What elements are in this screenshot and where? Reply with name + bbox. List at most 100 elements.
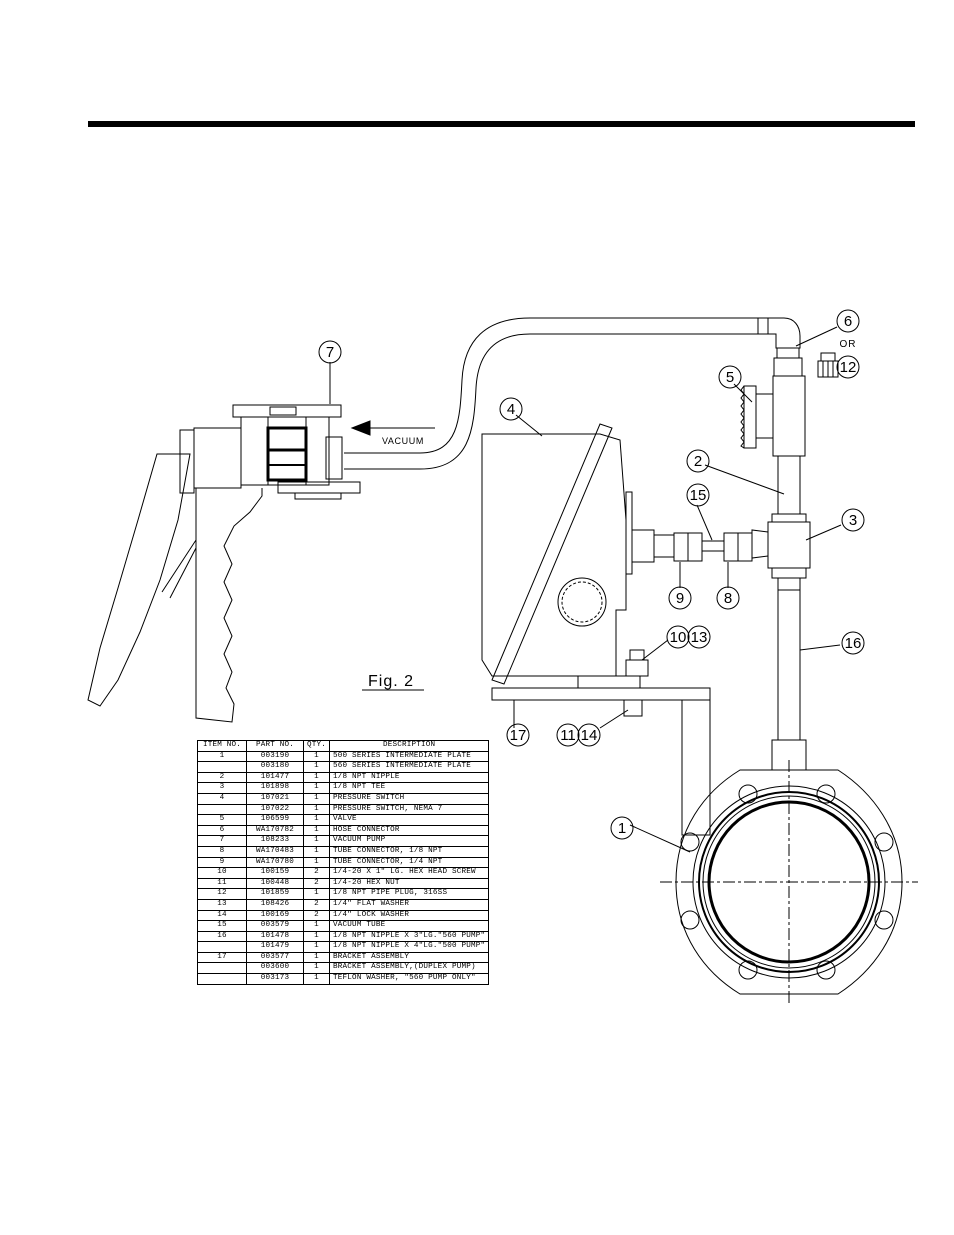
cell-qty: 1 [302, 888, 331, 900]
balloon-4: 4 [507, 401, 515, 418]
cell-part-no: 101478 [246, 930, 304, 943]
balloon-12: 12 [840, 359, 857, 376]
cell-description: PRESSURE SWITCH [329, 792, 490, 805]
cell-description: 1/8 NPT NIPPLE X 3"LG."560 PUMP" [329, 930, 490, 943]
cell-description: HOSE CONNECTOR [329, 824, 490, 837]
header-rule [88, 121, 915, 127]
cell-qty: 1 [302, 792, 331, 805]
balloon-1: 1 [618, 820, 626, 837]
cell-qty: 1 [302, 803, 331, 816]
cell-description: 1/4-20 X 1" LG. HEX HEAD SCREW [329, 867, 490, 879]
cell-qty: 1 [302, 941, 331, 953]
cell-qty: 1 [302, 845, 331, 858]
cell-qty: 1 [302, 750, 331, 763]
balloon-15: 15 [690, 487, 707, 504]
cell-qty: 1 [302, 824, 331, 837]
cell-part-no: WA170483 [246, 845, 304, 858]
cell-description: 560 SERIES INTERMEDIATE PLATE [329, 761, 490, 773]
cell-qty: 2 [302, 877, 331, 890]
cell-description: PRESSURE SWITCH, NEMA 7 [329, 803, 490, 816]
nipple [771, 589, 807, 771]
cell-description: BRACKET ASSEMBLY [329, 951, 490, 964]
balloon-13: 13 [691, 629, 708, 646]
col-description: DESCRIPTION [329, 740, 490, 752]
item-balloons [318, 309, 865, 840]
col-item-no: ITEM NO. [197, 740, 247, 752]
balloon-8: 8 [724, 590, 732, 607]
balloon-2: 2 [694, 453, 702, 470]
leader-lines [329, 326, 842, 853]
cell-qty: 2 [302, 898, 331, 911]
cell-description: VACUUM TUBE [329, 920, 490, 932]
cell-qty: 1 [302, 771, 331, 784]
cell-item-no: 1 [197, 750, 247, 763]
cell-item-no: 3 [197, 782, 247, 794]
cell-part-no: 101898 [246, 782, 304, 794]
cell-part-no: 108233 [246, 835, 304, 847]
cell-qty: 1 [302, 973, 331, 985]
balloon-14: 14 [581, 727, 598, 744]
cell-item-no: 15 [197, 920, 247, 932]
balloon-3: 3 [849, 512, 857, 529]
cell-qty: 1 [302, 761, 331, 773]
cell-qty: 1 [302, 856, 331, 869]
balloon-6: 6 [844, 313, 852, 330]
cell-description: 1/4-20 HEX NUT [329, 877, 490, 890]
cell-part-no: 003577 [246, 951, 304, 964]
cell-item-no: 17 [197, 951, 247, 964]
intermediate-plate [660, 760, 918, 1006]
cell-qty: 2 [302, 909, 331, 922]
valve [740, 375, 806, 515]
balloon-7: 7 [326, 344, 334, 361]
cell-part-no: 100448 [246, 877, 304, 890]
cell-part-no: WA170780 [246, 856, 304, 869]
cell-part-no: 107022 [246, 803, 304, 816]
cell-description: BRACKET ASSEMBLY,(DUPLEX PUMP) [329, 962, 490, 975]
cell-qty: 1 [302, 920, 331, 932]
cell-description: 500 SERIES INTERMEDIATE PLATE [329, 750, 490, 763]
cell-item-no [197, 941, 247, 953]
vacuum-tube [344, 317, 760, 470]
cell-description: 1/8 NPT TEE [329, 782, 490, 794]
figure-label: Fig. 2 [368, 673, 414, 690]
cell-description: VACUUM PUMP [329, 835, 490, 847]
cell-qty: 1 [302, 835, 331, 847]
cell-item-no: 10 [197, 867, 247, 879]
cell-part-no: 101859 [246, 888, 304, 900]
or-label: OR [840, 339, 857, 350]
cell-part-no: 100169 [246, 909, 304, 922]
vacuum-pump [87, 404, 361, 723]
cell-item-no: 9 [197, 856, 247, 869]
cell-description: TEFLON WASHER, "560 PUMP ONLY" [329, 973, 490, 985]
cell-item-no [197, 962, 247, 975]
cell-description: TUBE CONNECTOR, 1/4 NPT [329, 856, 490, 869]
cell-item-no: 12 [197, 888, 247, 900]
cell-item-no: 8 [197, 845, 247, 858]
cell-item-no: 13 [197, 898, 247, 911]
cell-description: TUBE CONNECTOR, 1/8 NPT [329, 845, 490, 858]
balloon-5: 5 [726, 369, 734, 386]
cell-qty: 1 [302, 962, 331, 975]
pipe-plug [817, 352, 839, 378]
vacuum-arrow [350, 420, 435, 436]
cell-description: 1/8 NPT NIPPLE [329, 771, 490, 784]
cell-part-no: 108426 [246, 898, 304, 911]
cell-item-no: 7 [197, 835, 247, 847]
cell-qty: 1 [302, 782, 331, 794]
col-qty: QTY. [302, 740, 331, 752]
